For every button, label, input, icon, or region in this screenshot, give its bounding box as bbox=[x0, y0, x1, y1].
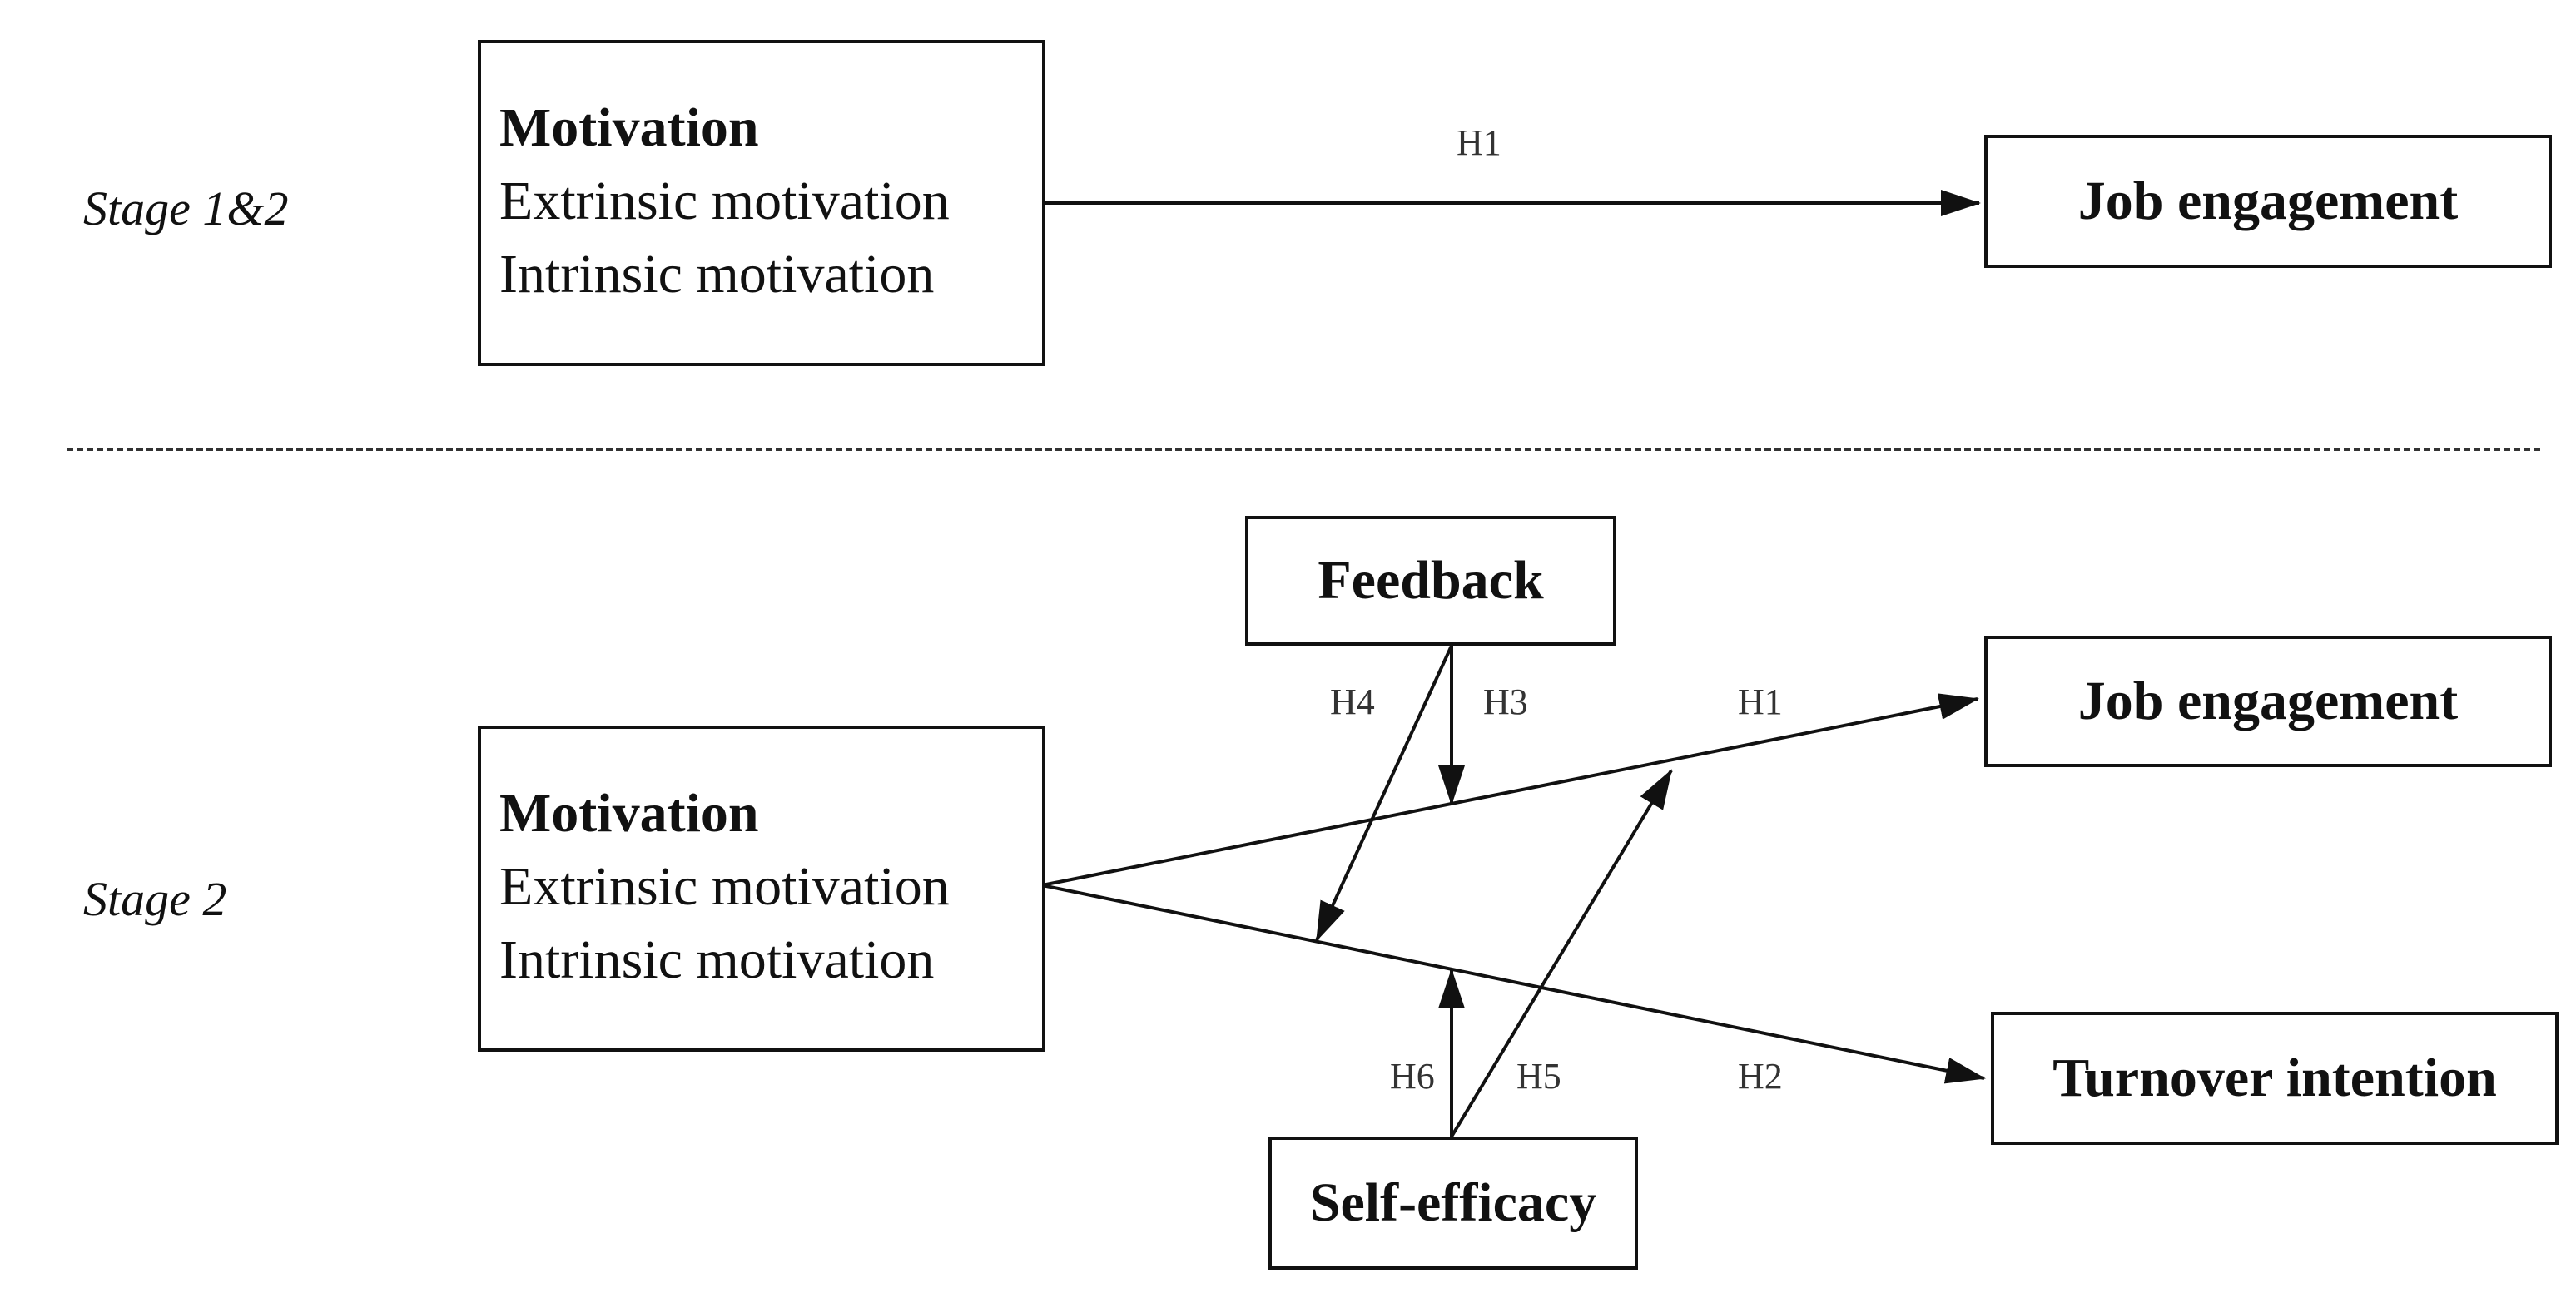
arrow-h5 bbox=[1450, 769, 1673, 1138]
motivation-box-stage1: Motivation Extrinsic motivation Intrinsi… bbox=[478, 40, 1045, 366]
stage-label-2: Stage 2 bbox=[83, 872, 227, 926]
stage-divider bbox=[67, 448, 2540, 451]
job-engagement-box-stage1: Job engagement bbox=[1984, 135, 2552, 268]
h2-label: H2 bbox=[1738, 1056, 1783, 1097]
intrinsic-motivation-label: Intrinsic motivation bbox=[499, 929, 935, 990]
h1-label-stage2: H1 bbox=[1738, 681, 1783, 722]
extrinsic-motivation-label: Extrinsic motivation bbox=[499, 856, 950, 917]
intrinsic-motivation-label: Intrinsic motivation bbox=[499, 244, 935, 305]
turnover-intention-box: Turnover intention bbox=[1991, 1012, 2559, 1145]
h1-label-stage1: H1 bbox=[1457, 122, 1501, 163]
stage-label-1: Stage 1&2 bbox=[83, 181, 289, 235]
self-efficacy-box: Self-efficacy bbox=[1268, 1137, 1638, 1270]
h6-label: H6 bbox=[1390, 1056, 1435, 1097]
motivation-box-stage2: Motivation Extrinsic motivation Intrinsi… bbox=[478, 726, 1045, 1052]
h4-label: H4 bbox=[1330, 681, 1375, 722]
job-engagement-box-stage2: Job engagement bbox=[1984, 636, 2552, 767]
arrow-h1-stage2 bbox=[1041, 693, 1979, 887]
h3-label: H3 bbox=[1483, 681, 1528, 722]
extrinsic-motivation-label: Extrinsic motivation bbox=[499, 171, 950, 231]
arrow-h2 bbox=[1041, 884, 1986, 1084]
arrow-h4 bbox=[1315, 645, 1453, 942]
motivation-heading: Motivation bbox=[499, 783, 759, 844]
feedback-box: Feedback bbox=[1245, 516, 1616, 646]
motivation-heading: Motivation bbox=[499, 97, 759, 158]
h5-label: H5 bbox=[1516, 1056, 1561, 1097]
